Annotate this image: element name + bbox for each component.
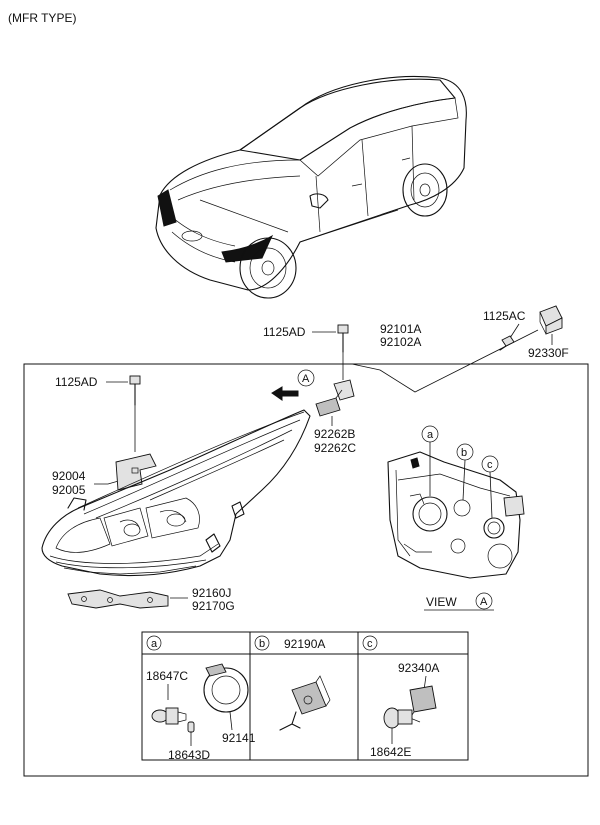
car-illustration [155, 75, 467, 299]
rear-marker-a: a [421, 425, 439, 496]
part-label-18642E: 18642E [370, 745, 411, 759]
socket-label-1: 92262B [314, 427, 355, 441]
rear-marker-c: c [481, 455, 499, 519]
socket-bulb-icon [409, 685, 437, 723]
turn-bulb-icon [383, 707, 413, 744]
bracket-label-1: 92004 [52, 469, 86, 483]
lower-bracket-label-2: 92170G [192, 599, 235, 613]
bulb-cover-icon [203, 663, 249, 731]
lower-bracket-label-1: 92160J [192, 586, 231, 600]
rear-marker-b: b [456, 443, 474, 501]
small-bulb-icon [187, 721, 195, 746]
part-label-92190A: 92190A [284, 637, 325, 651]
part-label-18647C: 18647C [146, 669, 188, 683]
table-cell-b: b 92190A [254, 635, 331, 731]
svg-text:b: b [461, 447, 467, 459]
connector-right-icon [539, 305, 563, 345]
view-label: VIEW [426, 595, 457, 609]
part-label-18643D: 18643D [168, 748, 210, 762]
lower-bracket-icon [67, 589, 169, 609]
table-cell-c: c 92340A 18642E [362, 635, 439, 759]
socket-label-2: 92262C [314, 441, 356, 455]
screw-right-label: 1125AC [483, 309, 526, 323]
halogen-bulb-icon [151, 707, 187, 725]
part-label-92141: 92141 [222, 731, 256, 745]
view-marker: A [480, 596, 488, 608]
bolt-top-icon [337, 324, 349, 380]
assembly-label-2: 92102A [380, 335, 421, 349]
view-arrow: A [271, 369, 315, 401]
screw-right-icon [499, 323, 520, 351]
svg-text:b: b [259, 638, 265, 650]
headlamp-bulb-module-icon [279, 675, 331, 731]
bolt-left-label: 1125AD [55, 375, 98, 389]
bracket-label-2: 92005 [52, 483, 86, 497]
connector-right-label: 92330F [528, 346, 569, 360]
table-cell-a: a 18647C 92141 18643D [146, 635, 256, 762]
svg-text:A: A [302, 373, 310, 385]
headlamp-assembly [41, 409, 311, 577]
bolt-left-icon [129, 375, 141, 452]
type-label: (MFR TYPE) [8, 11, 76, 25]
svg-text:a: a [151, 638, 158, 650]
svg-text:a: a [427, 429, 434, 441]
detail-table [141, 631, 469, 761]
view-marker-circle [475, 592, 493, 610]
assembly-label-1: 92101A [380, 322, 421, 336]
rear-view-housing [387, 451, 525, 579]
bolt-top-label: 1125AD [263, 325, 306, 339]
socket-icon [315, 379, 355, 426]
svg-text:c: c [367, 638, 373, 650]
part-label-92340A: 92340A [398, 661, 439, 675]
svg-text:c: c [487, 459, 493, 471]
